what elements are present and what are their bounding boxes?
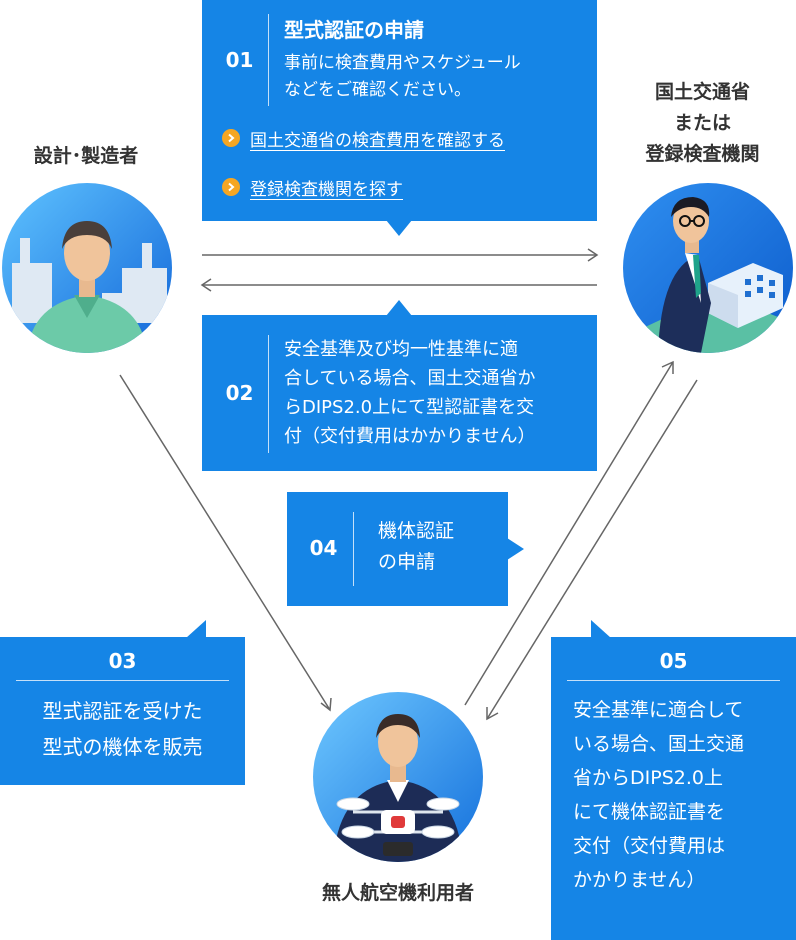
description-line: 安全基準に適合して bbox=[573, 699, 744, 721]
link-label[interactable]: 国土交通省の検査費用を確認する bbox=[250, 130, 505, 151]
description-line: の申請 bbox=[378, 551, 436, 573]
description-line: いる場合、国土交通 bbox=[573, 733, 745, 755]
step-03-pointer bbox=[186, 620, 206, 638]
description-line: らDIPS2.0上にて型認証書を交 bbox=[284, 397, 535, 418]
authority-label-line-3: 登録検査機関 bbox=[645, 143, 760, 165]
step-description: 安全基準及び均一性基準に適 合している場合、国土交通省か らDIPS2.0上にて… bbox=[284, 335, 535, 451]
step-04-box: 04 機体認証 の申請 bbox=[287, 492, 508, 606]
authority-label: 国土交通省 または 登録検査機関 bbox=[615, 77, 790, 170]
description-line: 型式の機体を販売 bbox=[42, 735, 203, 759]
chevron-right-icon bbox=[222, 129, 240, 147]
step-number: 02 bbox=[225, 381, 254, 405]
description-line: にて機体認証書を bbox=[573, 801, 726, 823]
divider bbox=[268, 14, 269, 106]
step-description: 型式認証を受けた 型式の機体を販売 bbox=[0, 693, 245, 765]
official-avatar bbox=[623, 183, 793, 353]
arrow-to-user bbox=[119, 374, 331, 711]
registered-agency-link[interactable]: 登録検査機関を探す bbox=[222, 173, 403, 201]
step-02-pointer bbox=[386, 300, 412, 316]
user-label: 無人航空機利用者 bbox=[321, 882, 474, 904]
manufacturer-avatar bbox=[2, 183, 172, 353]
divider bbox=[353, 512, 354, 586]
step-description: 安全基準に適合して いる場合、国土交通 省からDIPS2.0上 にて機体認証書を… bbox=[573, 693, 788, 897]
divider bbox=[16, 680, 229, 681]
divider bbox=[268, 335, 269, 453]
authority-label-line-2: または bbox=[673, 112, 731, 134]
step-number: 05 bbox=[659, 649, 688, 673]
description-line: 付（交付費用はかかりません） bbox=[284, 426, 536, 447]
description-line: 機体認証 bbox=[378, 520, 455, 542]
arrow-authority-to-user bbox=[486, 379, 698, 720]
inspection-fee-link[interactable]: 国土交通省の検査費用を確認する bbox=[222, 124, 505, 152]
description-line: 省からDIPS2.0上 bbox=[573, 767, 723, 789]
arrow-user-to-authority bbox=[464, 361, 674, 706]
description-line: 安全基準及び均一性基準に適 bbox=[284, 339, 518, 360]
step-03-box: 03 型式認証を受けた 型式の機体を販売 bbox=[0, 637, 245, 785]
step-title: 型式認証の申請 bbox=[284, 18, 424, 42]
step-description: 事前に検査費用やスケジュール などをご確認ください。 bbox=[284, 50, 521, 104]
description-line: 事前に検査費用やスケジュール bbox=[284, 53, 521, 73]
authority-label-line-1: 国土交通省 bbox=[654, 81, 750, 103]
description-line: かかりません） bbox=[573, 869, 706, 891]
step-02-box: 02 安全基準及び均一性基準に適 合している場合、国土交通省か らDIPS2.0… bbox=[202, 315, 597, 471]
step-05-pointer bbox=[591, 620, 611, 638]
step-number: 01 bbox=[225, 48, 254, 72]
step-04-pointer bbox=[507, 538, 524, 560]
step-number: 04 bbox=[309, 536, 338, 560]
description-line: 交付（交付費用は bbox=[573, 835, 726, 857]
step-number: 03 bbox=[108, 649, 137, 673]
step-01-box: 01 型式認証の申請 事前に検査費用やスケジュール などをご確認ください。 国土… bbox=[202, 0, 597, 221]
link-label[interactable]: 登録検査機関を探す bbox=[250, 179, 403, 200]
step-05-box: 05 安全基準に適合して いる場合、国土交通 省からDIPS2.0上 にて機体認… bbox=[551, 637, 796, 940]
step-description: 機体認証 の申請 bbox=[378, 516, 454, 578]
divider bbox=[567, 680, 780, 681]
drone-operator-avatar bbox=[313, 692, 483, 862]
step-01-pointer bbox=[386, 220, 412, 236]
description-line: などをご確認ください。 bbox=[284, 80, 471, 100]
chevron-right-icon bbox=[222, 178, 240, 196]
description-line: 合している場合、国土交通省か bbox=[284, 368, 536, 389]
description-line: 型式認証を受けた bbox=[42, 699, 203, 723]
manufacturer-label: 設計･製造者 bbox=[33, 145, 139, 167]
